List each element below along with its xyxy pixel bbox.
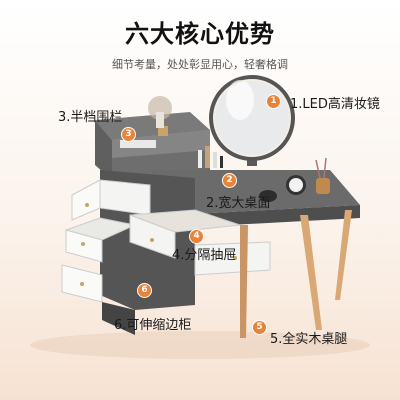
wood-legs bbox=[240, 210, 352, 338]
feature-divided-drawer: 4.分隔抽屉 bbox=[172, 248, 237, 263]
page-title: 六大核心优势 bbox=[125, 20, 275, 48]
feature-half-fence: 3.半档围栏 bbox=[58, 110, 123, 125]
feature-solid-wood-legs: 5.全实木桌腿 bbox=[270, 332, 348, 347]
feature-extendable-cabinet: 6.可伸缩边柜 bbox=[114, 318, 192, 333]
feature-led-mirror: 1.LED高清妆镜 bbox=[290, 97, 380, 112]
page-subtitle: 细节考量，处处彰显用心，轻奢格调 bbox=[112, 58, 288, 71]
side-cabinet-fence bbox=[95, 96, 210, 180]
badge-6: 6 bbox=[137, 283, 152, 298]
badge-1: 1 bbox=[266, 94, 281, 109]
drawers-cabinet bbox=[61, 170, 271, 335]
badge-4: 4 bbox=[189, 229, 204, 244]
badge-5: 5 bbox=[252, 320, 267, 335]
badge-2: 2 bbox=[222, 173, 237, 188]
badge-3: 3 bbox=[121, 127, 136, 142]
led-mirror bbox=[209, 75, 295, 166]
dried-flowers-icon bbox=[148, 96, 172, 120]
feature-wide-desktop: 2.宽大桌面 bbox=[206, 196, 271, 211]
